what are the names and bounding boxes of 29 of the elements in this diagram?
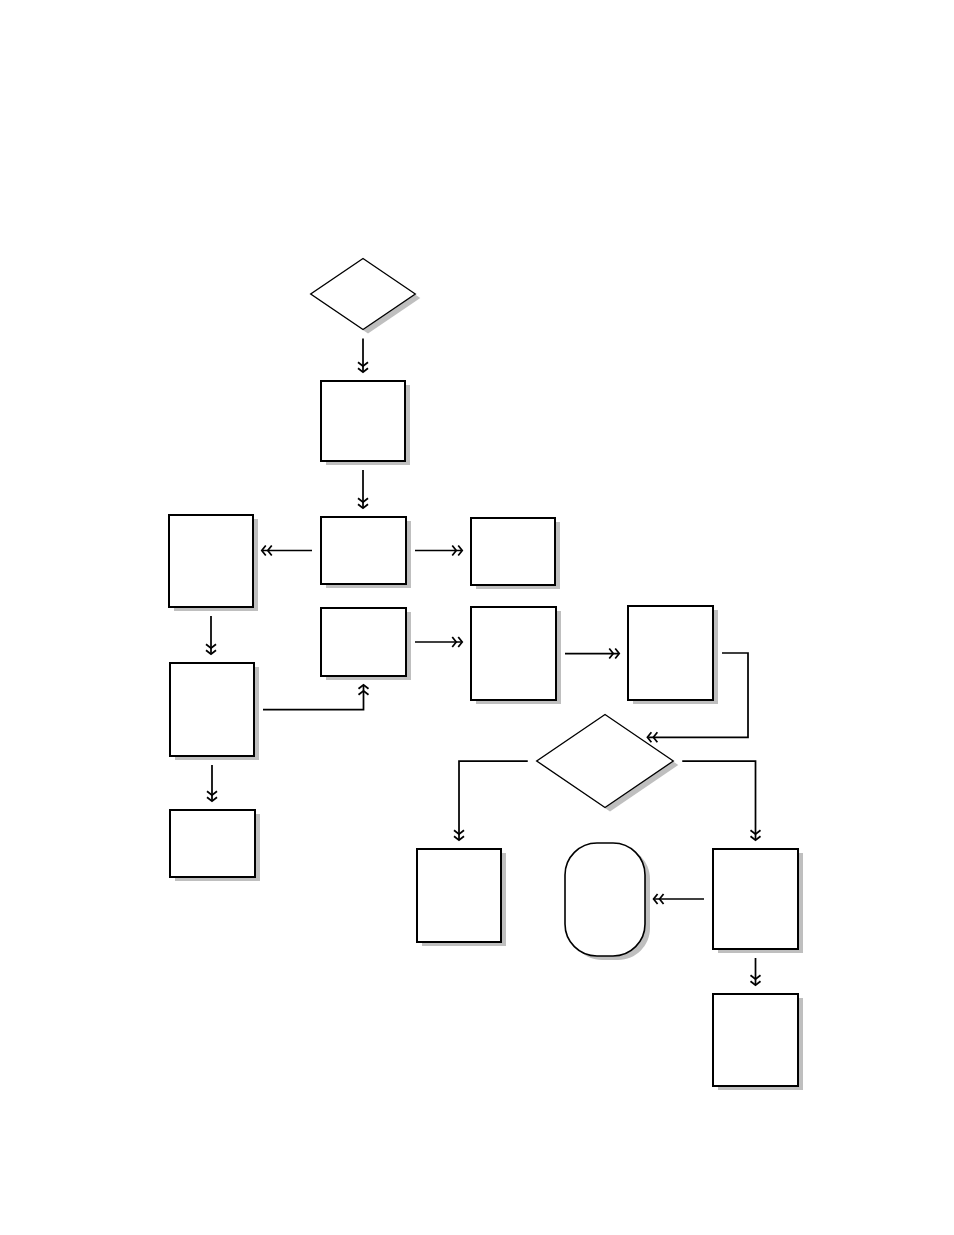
process-box — [712, 848, 803, 953]
process-box — [320, 607, 411, 680]
process-box — [416, 848, 506, 946]
process-box — [168, 514, 258, 611]
arrow — [564, 647, 621, 660]
arrow — [357, 469, 369, 510]
arrow — [414, 544, 464, 557]
arrow — [453, 760, 529, 842]
arrow — [414, 636, 464, 648]
process-box — [712, 993, 803, 1090]
process-box — [169, 662, 259, 760]
process-box — [627, 605, 718, 704]
oval-node — [564, 842, 650, 960]
process-box — [320, 380, 410, 465]
arrow — [681, 760, 762, 842]
arrow — [262, 683, 370, 711]
arrow — [749, 957, 762, 987]
arrow — [260, 544, 313, 557]
process-box — [320, 516, 411, 588]
decision-diamond — [309, 257, 421, 334]
process-box — [470, 606, 561, 704]
decision-diamond — [535, 713, 679, 812]
arrow — [652, 893, 705, 905]
process-box — [470, 517, 560, 589]
process-box — [169, 809, 260, 881]
arrow — [646, 652, 749, 744]
arrow — [205, 615, 217, 656]
arrow — [357, 337, 369, 374]
arrow — [206, 764, 218, 803]
